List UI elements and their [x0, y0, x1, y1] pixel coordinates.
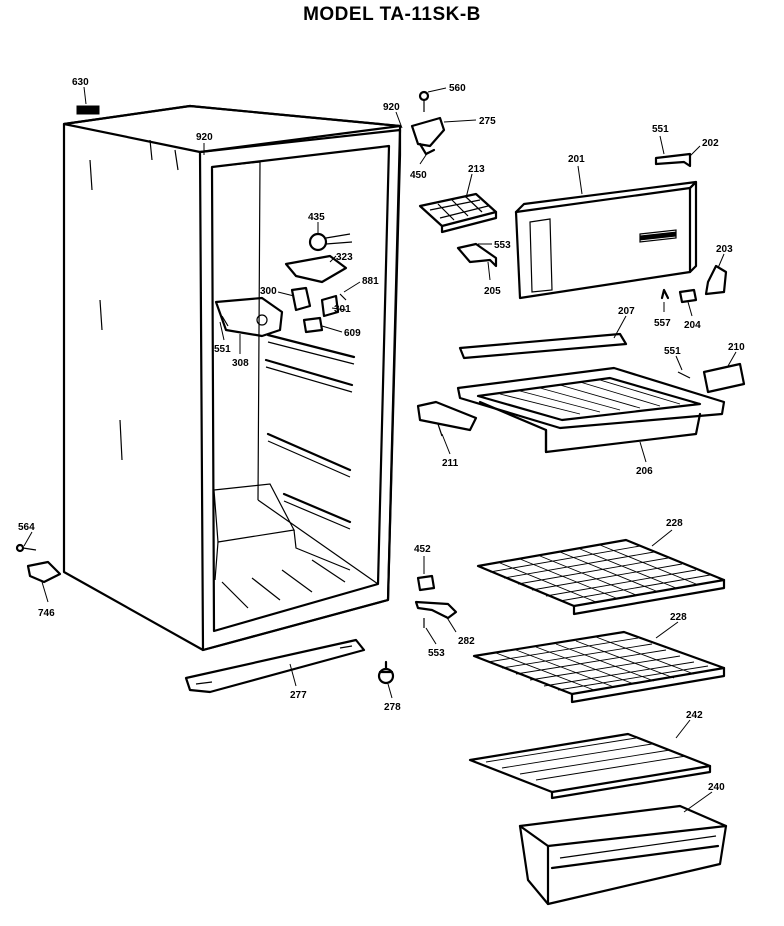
- label-210: 210: [728, 342, 745, 353]
- label-282: 282: [458, 636, 475, 647]
- label-630: 630: [72, 77, 89, 88]
- diagram-title: MODEL TA-11SK-B: [303, 4, 481, 25]
- label-551-top: 551: [652, 124, 669, 135]
- label-301: 301: [334, 304, 351, 315]
- part-number-labels: 630 920 920 560 275 450 213 201 551 202 …: [18, 77, 745, 793]
- control-assembly: [214, 232, 353, 338]
- label-228-lower: 228: [670, 612, 687, 623]
- label-275: 275: [479, 116, 496, 127]
- label-202: 202: [702, 138, 719, 149]
- crisper-cover: [468, 732, 712, 800]
- label-323: 323: [336, 252, 353, 263]
- lower-hinge-parts: [414, 574, 458, 628]
- label-920-top: 920: [196, 132, 213, 143]
- label-308: 308: [232, 358, 249, 369]
- crisper-drawer: [518, 804, 728, 906]
- label-450: 450: [410, 170, 427, 181]
- leveling-leg: [377, 660, 395, 685]
- label-206: 206: [636, 466, 653, 477]
- label-553-lower: 553: [428, 648, 445, 659]
- freezer-door: [514, 180, 698, 300]
- label-551-right: 551: [664, 346, 681, 357]
- label-920-frame: 920: [383, 102, 400, 113]
- label-564: 564: [18, 522, 35, 533]
- door-hardware: [456, 152, 746, 394]
- label-300: 300: [260, 286, 277, 297]
- wire-shelf-lower: [472, 630, 726, 704]
- label-557: 557: [654, 318, 671, 329]
- label-746: 746: [38, 608, 55, 619]
- label-560: 560: [449, 83, 466, 94]
- top-hinge: [410, 90, 446, 156]
- cabinet: [62, 104, 402, 652]
- label-452: 452: [414, 544, 431, 555]
- label-201: 201: [568, 154, 585, 165]
- label-278: 278: [384, 702, 401, 713]
- label-277: 277: [290, 690, 307, 701]
- bottom-hinge: [15, 543, 62, 584]
- pan-bracket: [416, 400, 478, 437]
- wire-shelf-upper: [476, 538, 726, 616]
- base-grille: [184, 638, 366, 694]
- label-609: 609: [344, 328, 361, 339]
- label-240: 240: [708, 782, 725, 793]
- label-228-upper: 228: [666, 518, 683, 529]
- label-213: 213: [468, 164, 485, 175]
- ice-tray: [418, 192, 498, 234]
- label-553-upper: 553: [494, 240, 511, 251]
- label-205: 205: [484, 286, 501, 297]
- label-207: 207: [618, 306, 635, 317]
- label-211: 211: [442, 458, 459, 469]
- label-551-left: 551: [214, 344, 231, 355]
- drip-tray-and-pan: [456, 332, 726, 454]
- label-242: 242: [686, 710, 703, 721]
- label-203: 203: [716, 244, 733, 255]
- label-204: 204: [684, 320, 701, 331]
- leader-lines: [23, 86, 737, 813]
- label-435: 435: [308, 212, 325, 223]
- label-881: 881: [362, 276, 379, 287]
